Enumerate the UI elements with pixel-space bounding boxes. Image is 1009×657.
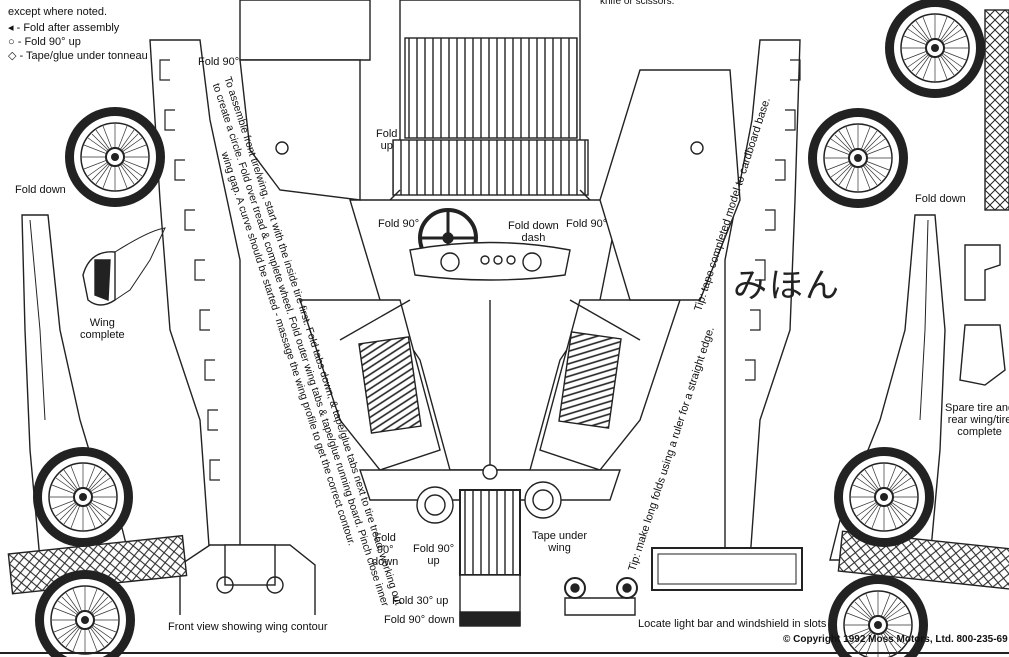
label-tape-under-wing: Tape under wing (532, 530, 588, 554)
bottom-divider (0, 652, 1009, 654)
legend-text: - Fold after assembly (16, 22, 120, 34)
label-fold-down-right: Fold down (915, 193, 966, 205)
top-note: knife or scissors. (600, 0, 675, 7)
legend-intro: except where noted. (8, 6, 108, 18)
label-fold-90-dash-left: Fold 90° (378, 218, 420, 230)
label-fold-30-up: Fold 30° up (392, 595, 449, 607)
legend-text: - Tape/glue under tonneau (19, 50, 148, 62)
label-fold-90-down: Fold 90° down (372, 532, 399, 568)
legend-item-fold-after: ◂ - Fold after assembly (8, 22, 119, 34)
label-fold-down-dash: Fold down dash (508, 220, 559, 244)
label-front-view: Front view showing wing contour (168, 621, 328, 633)
label-fold-up: Fold up (376, 128, 398, 152)
label-spare-complete: Spare tire and rear wing/tire complete (945, 402, 1009, 438)
legend-item-fold-90-up: ○ - Fold 90° up (8, 36, 81, 48)
label-fold-90-dash-right: Fold 90° (566, 218, 608, 230)
label-wing-complete: Wing complete (80, 317, 125, 341)
legend-item-tape-glue: ◇ - Tape/glue under tonneau (8, 50, 148, 62)
triangle-icon: ◂ (8, 22, 14, 34)
handwritten-signature: みほん (733, 266, 841, 306)
circle-icon: ○ (8, 36, 15, 48)
legend-text: - Fold 90° up (17, 36, 81, 48)
label-light-bar: Locate light bar and windshield in slots (638, 618, 827, 630)
label-fold-90-down-2: Fold 90° down (384, 614, 455, 626)
copyright-notice: © Copyright 1992 Moss Motors, Ltd. 800-2… (783, 634, 1008, 645)
label-fold-down-left: Fold down (15, 184, 66, 196)
diamond-icon: ◇ (8, 50, 17, 62)
label-fold-90-topleft: Fold 90° (198, 56, 240, 68)
label-fold-90-up: Fold 90° up (413, 543, 455, 567)
